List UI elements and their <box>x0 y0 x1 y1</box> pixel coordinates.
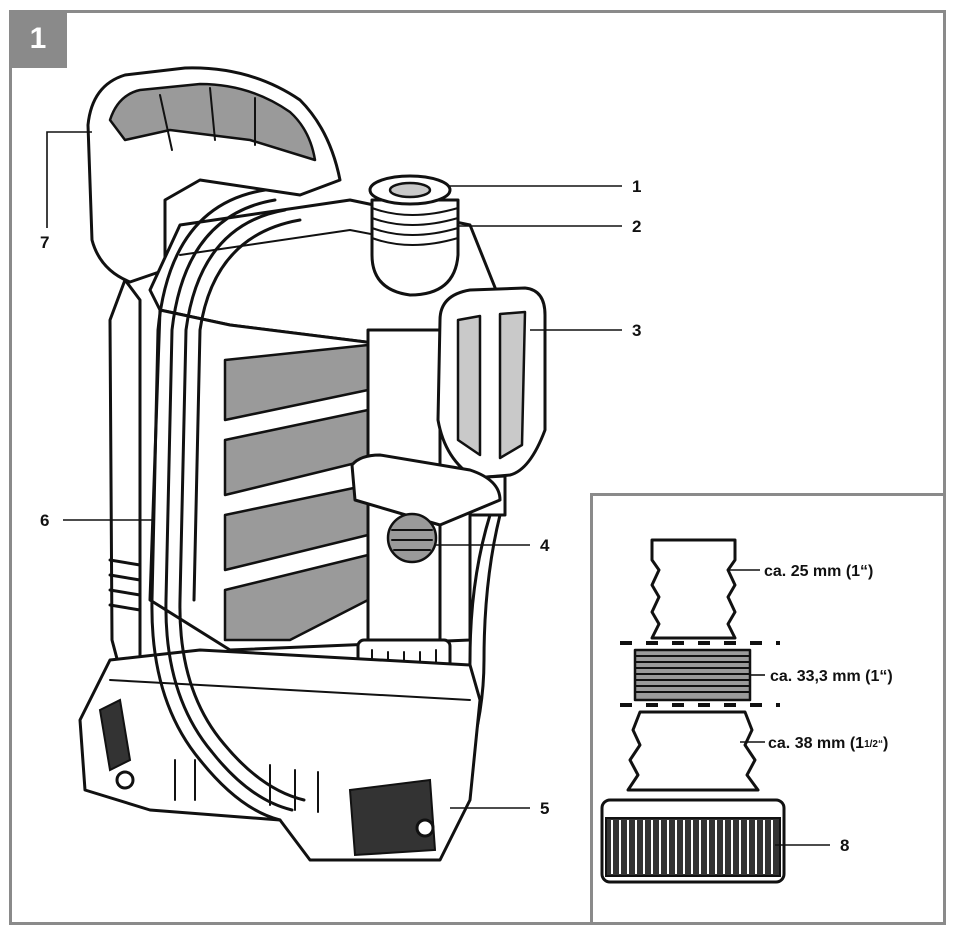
figure-frame <box>9 10 946 925</box>
thread-lines <box>634 655 751 693</box>
adapter-barb-38mm <box>626 710 760 792</box>
callout-3: 3 <box>632 321 641 340</box>
outlet-thread <box>371 207 459 246</box>
rear-housing <box>108 278 142 702</box>
dimension-38mm-close: ) <box>883 735 888 752</box>
dimension-33mm: ca. 33,3 mm (1“) <box>770 668 893 685</box>
dimension-38mm-fraction: 1/2“ <box>864 739 883 750</box>
callout-1: 1 <box>632 177 641 196</box>
callout-4: 4 <box>540 536 550 555</box>
power-cable-3 <box>178 208 306 802</box>
callout-7: 7 <box>40 233 49 252</box>
nut-knurl-lines <box>611 820 773 874</box>
adapter-barb-25mm <box>650 538 737 640</box>
float-switch-face-l <box>456 314 482 457</box>
base-slot-left <box>98 698 132 772</box>
outlet-bore <box>388 181 432 199</box>
clamp-bracket <box>350 453 502 527</box>
leader-lines <box>46 131 830 846</box>
base-intake <box>348 778 437 857</box>
float-switch <box>436 286 547 480</box>
clamp-knob-grip <box>391 529 433 551</box>
dimension-38mm-main: ca. 38 mm (1 <box>768 735 864 752</box>
side-ribs <box>108 558 142 612</box>
hose-adapter-drawing <box>600 538 786 884</box>
callout-5: 5 <box>540 799 549 818</box>
clamp-knob <box>386 512 438 564</box>
callout-8: 8 <box>840 836 849 855</box>
body-panel-4 <box>223 553 370 642</box>
base-foot-left <box>115 770 135 790</box>
callout-2: 2 <box>632 217 641 236</box>
base-edge <box>109 679 471 701</box>
pump-drawing <box>78 66 547 862</box>
dimension-25mm: ca. 25 mm (1“) <box>764 563 873 580</box>
figure-number-badge: 1 <box>9 10 67 68</box>
power-cable-1 <box>150 188 282 822</box>
handle-grip-ribs <box>159 87 256 151</box>
power-cable-4 <box>192 218 302 602</box>
leader-7 <box>46 131 92 228</box>
dimension-38mm: ca. 38 mm (11/2“) <box>768 735 888 752</box>
adapter-inset-panel <box>590 493 946 925</box>
power-cable-2 <box>164 198 294 812</box>
float-switch-face-r <box>498 310 527 460</box>
callout-6: 6 <box>40 511 49 530</box>
base-foot-right <box>415 818 435 838</box>
